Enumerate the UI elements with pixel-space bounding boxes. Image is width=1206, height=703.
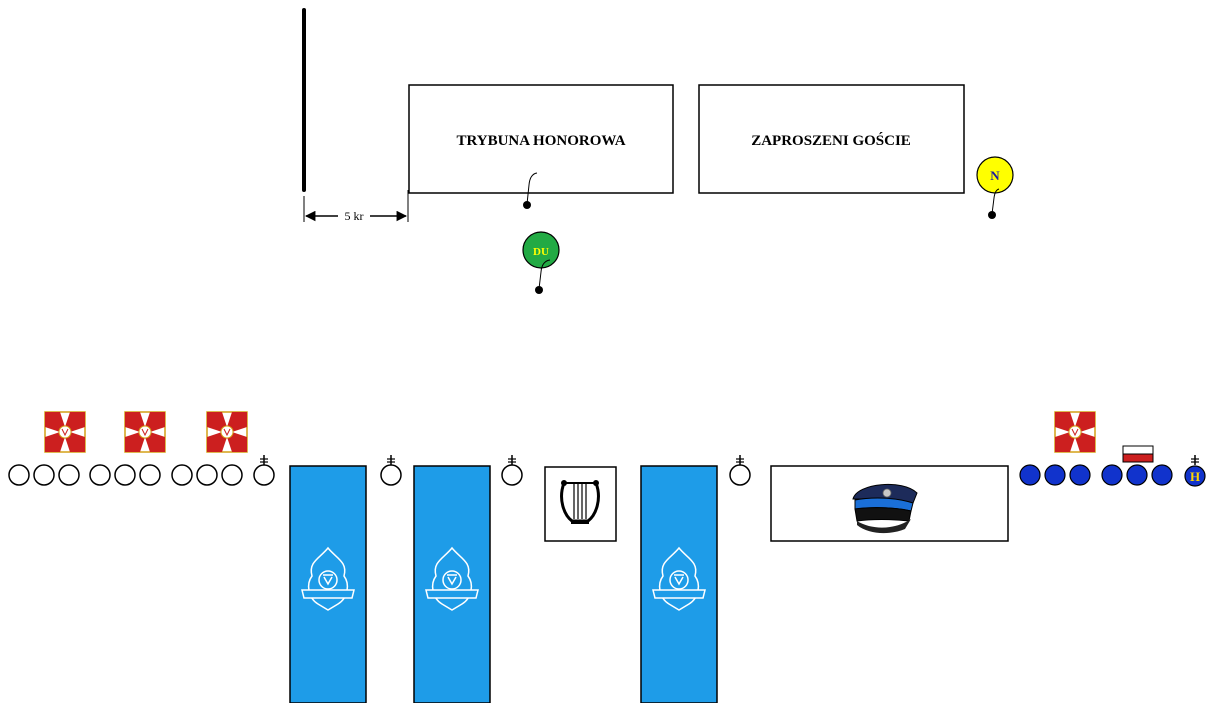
fire-service-banner-2 bbox=[413, 465, 491, 703]
guests-tribune-label: ZAPROSZENI GOŚCIE bbox=[751, 132, 911, 149]
fire-service-emblem-icon bbox=[301, 546, 355, 611]
company-group-2 bbox=[1101, 464, 1173, 486]
distance-measure: 5 kr bbox=[303, 190, 409, 223]
fire-service-emblem-icon bbox=[652, 546, 706, 611]
officer-on-tribune-icon bbox=[523, 172, 538, 209]
military-banner-icon bbox=[1054, 411, 1096, 453]
officer-circle-icon bbox=[380, 455, 402, 486]
h-marker-icon: H bbox=[1184, 455, 1206, 487]
orchestra-box bbox=[544, 466, 617, 542]
polish-flag-icon bbox=[1122, 445, 1154, 463]
officer-circle-icon bbox=[501, 455, 523, 486]
military-banner-icon bbox=[44, 411, 86, 453]
h-marker-label: H bbox=[1190, 469, 1200, 484]
fire-service-banner-3 bbox=[640, 465, 718, 703]
uniform-cap-box bbox=[770, 465, 1009, 542]
uniform-cap-icon bbox=[852, 483, 918, 534]
officer-circle-icon bbox=[729, 455, 751, 486]
soldier-group-3 bbox=[171, 464, 243, 486]
north-marker-label: N bbox=[990, 168, 1000, 183]
officer-circle-icon bbox=[253, 455, 275, 486]
honorary-tribune-label: TRYBUNA HONOROWA bbox=[456, 133, 625, 149]
fire-service-emblem-icon bbox=[425, 546, 479, 611]
north-marker-icon: N bbox=[976, 156, 1014, 219]
company-group-1 bbox=[1019, 464, 1091, 486]
lyre-icon bbox=[560, 480, 600, 524]
military-banner-icon bbox=[206, 411, 248, 453]
honorary-tribune: TRYBUNA HONOROWA bbox=[408, 84, 674, 194]
military-banner-icon bbox=[124, 411, 166, 453]
commander-marker-label: DU bbox=[533, 246, 549, 258]
guests-tribune: ZAPROSZENI GOŚCIE bbox=[698, 84, 965, 194]
soldier-group-1 bbox=[8, 464, 80, 486]
soldier-group-2 bbox=[89, 464, 161, 486]
distance-label: 5 kr bbox=[345, 209, 364, 223]
commander-marker-icon: DU bbox=[522, 231, 560, 294]
fire-service-banner-1 bbox=[289, 465, 367, 703]
